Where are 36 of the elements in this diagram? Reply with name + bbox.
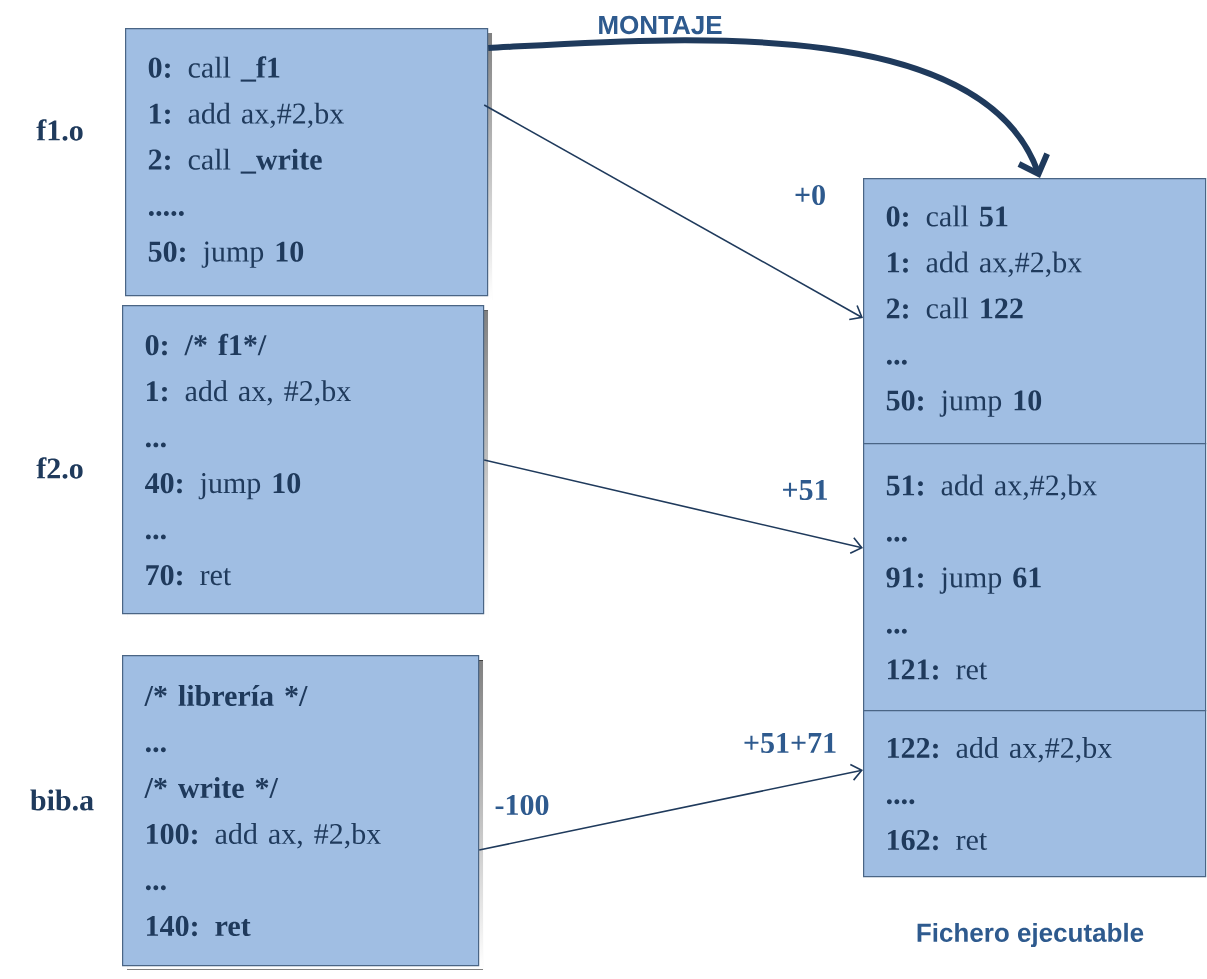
node-label: 1: add ax, #2,bx [147,380,351,406]
node-label: 40: jump 10 [145,473,301,500]
arrow [478,763,863,851]
code-box: 0: call 51 1: add ax,#2,bx 2: call 122 ... 50: jump 10 [863,178,1207,445]
node-label: ... [145,885,166,891]
node-label: ... [145,534,166,540]
arrow [483,459,863,555]
node-label: 2: call _write [148,148,322,174]
node-label: 100: add ax, #2,bx [147,822,381,849]
code-box: /* librería */ ... /* write */ 100: add ax, #2,bx ... 140: ret [122,655,480,967]
code-box: 51: add ax,#2,bx ... 91: jump 61 ... 121: ret [863,443,1207,712]
offset-label: +0 [795,184,825,206]
node-label: ... [145,747,166,753]
offset-label: +51+71 [744,732,836,754]
node-label: 0: call _f1 [148,56,280,82]
node-label: ... [145,442,166,448]
node-label: /* write */ [144,776,279,799]
file-label: bib.a [30,789,94,811]
node-label: 70: ret [146,565,232,586]
node-label: 0: /* f1*/ [145,333,267,356]
node-label: ..... [148,211,184,216]
file-label: f2.o [36,457,83,479]
node-label: /* librería */ [144,684,308,707]
code-box: 122: add ax,#2,bx .... 162: ret [863,710,1207,878]
offset-label: -100 [495,794,549,816]
arrow [488,37,1050,178]
file-label: f1.o [36,119,83,141]
node-label: 140: ret [147,915,251,937]
node-label: 50: jump 10 [148,241,304,268]
caption: Fichero ejecutable [917,922,1144,948]
edge-label: MONTAJE [596,14,724,36]
offset-label: +51 [783,479,827,501]
code-box: 0: /* f1*/ 1: add ax, #2,bx ... 40: jump 10 ... 70: ret [122,305,485,615]
code-box: 0: call _f1 1: add ax,#2,bx 2: call _write ..... 50: jump 10 [125,28,489,297]
arrow [483,104,863,321]
node-label: 1: add ax,#2,bx [150,102,344,129]
